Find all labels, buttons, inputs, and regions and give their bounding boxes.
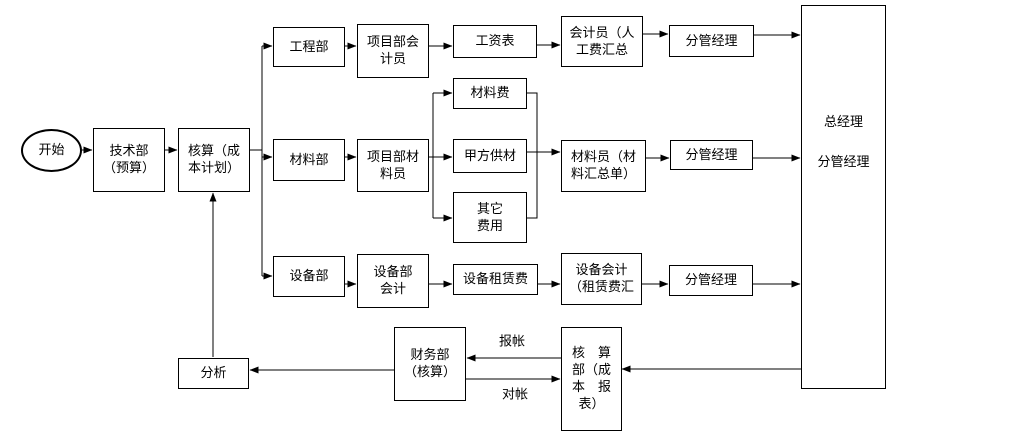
- flow-node-general-manager: 总经理 分管经理: [801, 5, 886, 389]
- flow-node-rental-fee-summary: 设备会计 （租赁费汇: [561, 253, 642, 305]
- flow-node-labor-cost-summary: 会计员（人 工费汇总: [561, 16, 643, 67]
- flow-node-branch-manager-1: 分管经理: [669, 25, 754, 57]
- flow-node-branch-manager-3: 分管经理: [669, 265, 753, 296]
- flow-node-owner-supplied-material: 甲方供材: [453, 139, 527, 173]
- edge-label-report-expense: 报帐: [497, 334, 527, 350]
- flow-node-finance-dept: 财务部 （核算）: [394, 327, 466, 401]
- flow-node-tech-dept-budget: 技术部 （预算）: [93, 128, 165, 192]
- flow-node-cost-plan: 核算（成 本计划）: [178, 128, 250, 192]
- flow-node-project-material-clerk: 项目部材 料员: [357, 139, 429, 192]
- flow-node-project-accountant: 项目部会 计员: [357, 24, 429, 78]
- flow-node-engineering-dept: 工程部: [273, 27, 345, 67]
- flow-node-material-cost: 材料费: [453, 78, 527, 109]
- flow-node-other-cost: 其它 费用: [453, 192, 527, 243]
- flow-node-cost-report: 核 算 部（成 本 报 表）: [561, 327, 622, 431]
- flow-node-analysis: 分析: [178, 358, 249, 389]
- edge-label-reconcile-accounts: 对帐: [500, 387, 530, 403]
- flow-node-salary-sheet: 工资表: [453, 25, 537, 58]
- flow-node-branch-manager-2: 分管经理: [670, 140, 753, 170]
- flow-node-equipment-dept: 设备部: [273, 256, 345, 297]
- flow-node-material-dept: 材料部: [273, 139, 345, 181]
- flow-node-start: 开始: [21, 129, 82, 172]
- flow-arrow-17: [527, 92, 538, 219]
- flow-node-equipment-rental-fee: 设备租赁费: [453, 264, 538, 295]
- flow-node-equipment-accountant: 设备部 会计: [357, 254, 429, 308]
- flow-node-material-summary: 材料员（材 料汇总单）: [561, 140, 646, 192]
